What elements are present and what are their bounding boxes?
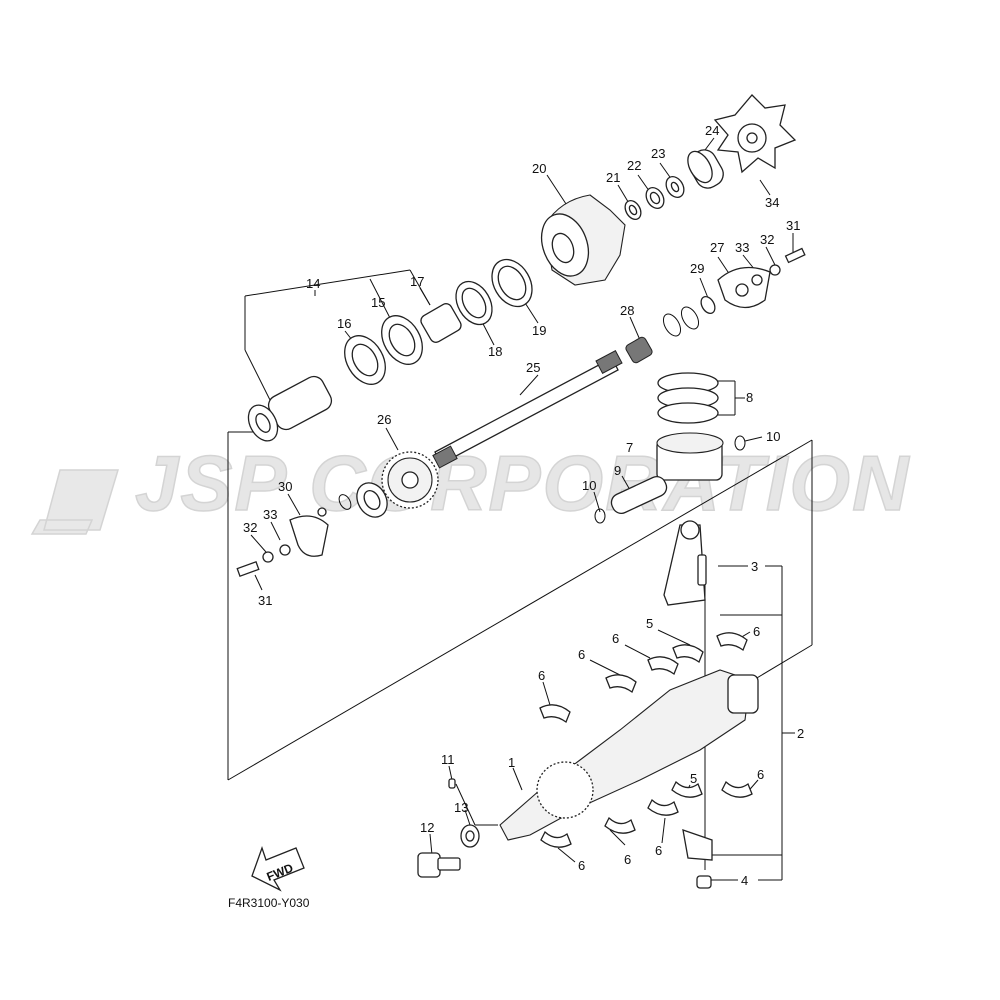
part-8-piston-rings xyxy=(657,372,719,424)
part-33-washer-right xyxy=(751,274,763,286)
fwd-arrow-icon: FWD xyxy=(251,846,305,892)
callout-5-lower: 5 xyxy=(690,771,697,786)
part-27-weight xyxy=(717,266,771,309)
part-10-circlip-left xyxy=(594,508,606,524)
part-31-bolt-left xyxy=(236,560,260,578)
callout-14: 14 xyxy=(306,276,320,291)
callout-11: 11 xyxy=(441,752,455,767)
callout-30: 30 xyxy=(278,479,292,494)
callout-6-f: 6 xyxy=(655,843,662,858)
callout-18: 18 xyxy=(488,344,502,359)
callout-27: 27 xyxy=(710,240,724,255)
callout-7: 7 xyxy=(626,440,633,455)
part-23-nut xyxy=(665,176,685,198)
callout-28: 28 xyxy=(620,303,634,318)
part-29-washer xyxy=(700,295,716,315)
part-16-bearing xyxy=(344,335,386,385)
part-28-needle-bearing xyxy=(625,336,653,364)
part-19-oil-seal xyxy=(491,258,533,308)
part-4-nut xyxy=(696,875,712,889)
callout-4: 4 xyxy=(741,873,748,888)
callout-31-right: 31 xyxy=(786,218,800,233)
part-connecting-rod xyxy=(663,520,707,606)
callout-21: 21 xyxy=(606,170,620,185)
part-14-shaft-coupling xyxy=(247,375,333,442)
assembly-box xyxy=(227,431,813,781)
part-26-gear xyxy=(381,451,439,509)
part-13-washer xyxy=(460,824,480,848)
callout-34: 34 xyxy=(765,195,779,210)
callout-6-h: 6 xyxy=(578,858,585,873)
callout-33-left: 33 xyxy=(263,507,277,522)
callout-20: 20 xyxy=(532,161,546,176)
callout-32-left: 32 xyxy=(243,520,257,535)
part-circlip-gear xyxy=(338,494,352,510)
callout-31-left: 31 xyxy=(258,593,272,608)
part-32-washer-left xyxy=(262,551,274,563)
callout-23: 23 xyxy=(651,146,665,161)
part-30-weight-left xyxy=(289,515,329,557)
part-9-piston-pin xyxy=(610,475,668,515)
callout-29: 29 xyxy=(690,261,704,276)
callout-19: 19 xyxy=(532,323,546,338)
callout-24: 24 xyxy=(705,123,719,138)
part-18-oil-seal xyxy=(455,280,493,326)
part-22-washer xyxy=(645,187,665,209)
callout-33-right: 33 xyxy=(735,240,749,255)
callout-3: 3 xyxy=(751,559,758,574)
callout-13: 13 xyxy=(454,800,468,815)
callout-10-right: 10 xyxy=(766,429,780,444)
callout-32-right: 32 xyxy=(760,232,774,247)
part-6-bearings xyxy=(539,632,753,848)
callout-22: 22 xyxy=(627,158,641,173)
part-24-coupler xyxy=(687,149,724,189)
callout-12: 12 xyxy=(420,820,434,835)
watermark-text: JSP CORPORATION xyxy=(135,439,910,527)
diagram-code: F4R3100-Y030 xyxy=(228,896,310,910)
part-1-crankshaft xyxy=(499,669,759,841)
callout-labels: 1 2 3 4 5 5 6 6 6 6 6 6 6 6 6 7 8 9 10 1… xyxy=(243,123,804,888)
watermark: JSP CORPORATION xyxy=(30,438,910,535)
callout-1: 1 xyxy=(508,755,515,770)
part-15-bearing xyxy=(381,315,423,365)
part-7-piston xyxy=(656,432,724,481)
callout-26: 26 xyxy=(377,412,391,427)
part-12-bolt xyxy=(417,852,461,878)
callout-6-e: 6 xyxy=(757,767,764,782)
callout-25: 25 xyxy=(526,360,540,375)
callout-15: 15 xyxy=(371,295,385,310)
callout-8: 8 xyxy=(746,390,753,405)
part-5-thrust-bearings xyxy=(671,644,704,798)
part-10-circlip-right xyxy=(734,435,746,451)
callout-9: 9 xyxy=(614,463,621,478)
callout-6-c: 6 xyxy=(578,647,585,662)
callout-2: 2 xyxy=(797,726,804,741)
part-21-washer xyxy=(624,200,642,220)
part-17-collar xyxy=(420,303,462,343)
part-33-washer-left xyxy=(279,544,291,556)
part-20-rotor xyxy=(540,194,626,286)
part-34-impeller-fan xyxy=(713,94,797,174)
part-bearing-small xyxy=(356,482,388,518)
callout-6-b: 6 xyxy=(612,631,619,646)
callout-17: 17 xyxy=(410,274,424,289)
part-cap-lower xyxy=(682,829,713,861)
part-11-key xyxy=(448,778,456,789)
part-screw-small xyxy=(317,507,327,517)
callout-5-upper: 5 xyxy=(646,616,653,631)
callout-10-left: 10 xyxy=(582,478,596,493)
part-32-washer-right xyxy=(769,264,781,276)
callout-16: 16 xyxy=(337,316,351,331)
callout-6-g: 6 xyxy=(624,852,631,867)
part-31-bolt-right xyxy=(784,247,806,264)
watermark-logo-icon xyxy=(30,469,120,535)
part-25-shaft xyxy=(432,349,623,469)
part-circlips-upper xyxy=(662,306,700,337)
callout-6-d: 6 xyxy=(538,668,545,683)
callout-6-a: 6 xyxy=(753,624,760,639)
